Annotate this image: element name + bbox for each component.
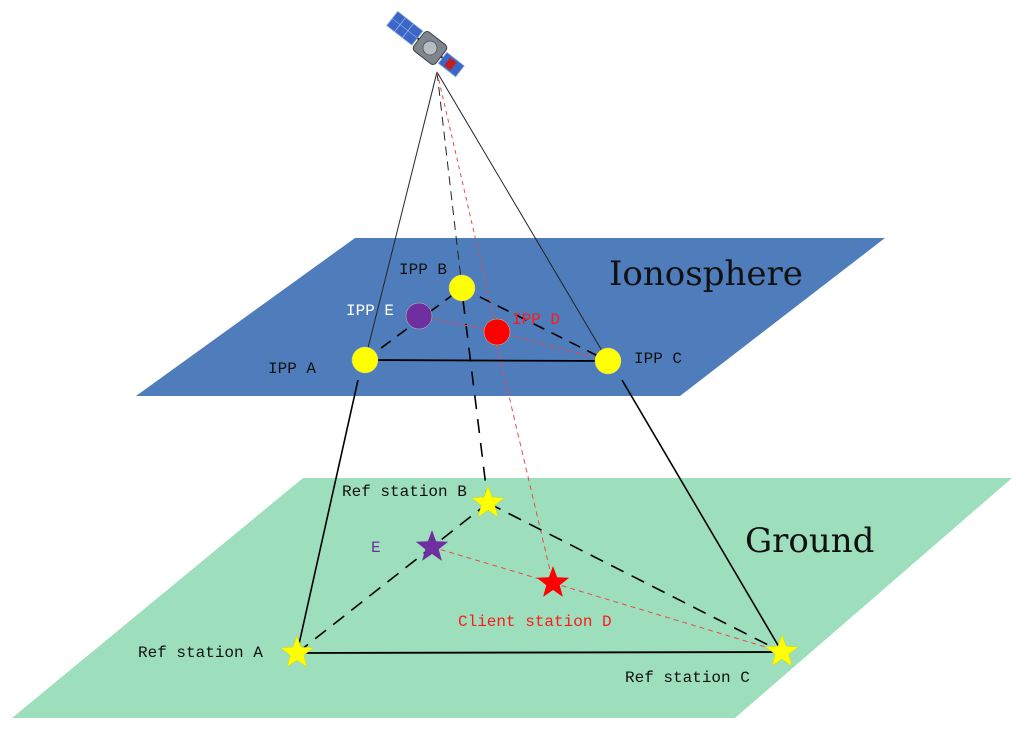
- ground-plane: [12, 478, 1012, 718]
- signal-paths-upper: [364, 71, 609, 362]
- ground-edge-b-c: [487, 502, 783, 653]
- ionosphere-label: Ionosphere: [609, 254, 803, 294]
- path-sat-to-ipp-c: [436, 71, 609, 362]
- station-markers: [280, 485, 799, 668]
- ipp-a-label: IPP A: [268, 360, 316, 378]
- ipp-c-label: IPP C: [634, 350, 682, 368]
- iono-edge-e-d: [418, 315, 498, 333]
- path-ipp-d-to-station-d: [496, 344, 554, 584]
- ground-label: Ground: [745, 521, 874, 561]
- ipp-e-point: [405, 302, 433, 330]
- ipp-b-label: IPP B: [399, 261, 447, 279]
- iono-edge-d-c: [496, 331, 609, 362]
- ground-triangle: [296, 502, 783, 654]
- station-d-star-icon: [536, 566, 570, 597]
- satellite-icon: [386, 10, 465, 78]
- ipp-c-point: [594, 347, 622, 375]
- station-c-star-icon: [765, 634, 799, 667]
- station-e-label: E: [371, 539, 381, 557]
- station-b-star-icon: [471, 485, 505, 518]
- station-a-star-icon: [280, 635, 314, 668]
- path-sat-to-ipp-a: [364, 71, 438, 361]
- path-ipp-b-to-station-b: [462, 299, 489, 504]
- ionosphere-plane: [136, 238, 885, 396]
- ipp-a-point: [351, 346, 379, 374]
- ground-edge-d-c: [552, 582, 783, 653]
- path-ipp-c-to-station-c: [621, 379, 783, 653]
- path-ipp-a-to-station-a: [296, 379, 359, 654]
- path-sat-to-ipp-b: [436, 71, 463, 289]
- ground-edge-a-b: [296, 502, 489, 654]
- signal-paths-lower: [296, 299, 783, 654]
- ground-edge-a-c: [296, 651, 783, 654]
- station-c-label: Ref station C: [625, 669, 750, 687]
- ground-edge-e-d: [431, 546, 554, 584]
- station-d-label: Client station D: [458, 613, 612, 631]
- ipp-d-label: IPP D: [512, 311, 560, 329]
- iono-edge-b-c: [461, 287, 609, 362]
- iono-edge-a-c: [364, 359, 609, 362]
- ipp-b-point: [448, 274, 476, 302]
- ipp-e-label: IPP E: [346, 302, 394, 320]
- station-a-label: Ref station A: [138, 644, 263, 662]
- labels: Ionosphere Ground IPP A IPP B IPP C IPP …: [138, 254, 874, 687]
- station-e-star-icon: [415, 530, 449, 561]
- ipp-points: [351, 274, 622, 375]
- ipp-d-point: [483, 318, 511, 346]
- station-b-label: Ref station B: [342, 483, 467, 501]
